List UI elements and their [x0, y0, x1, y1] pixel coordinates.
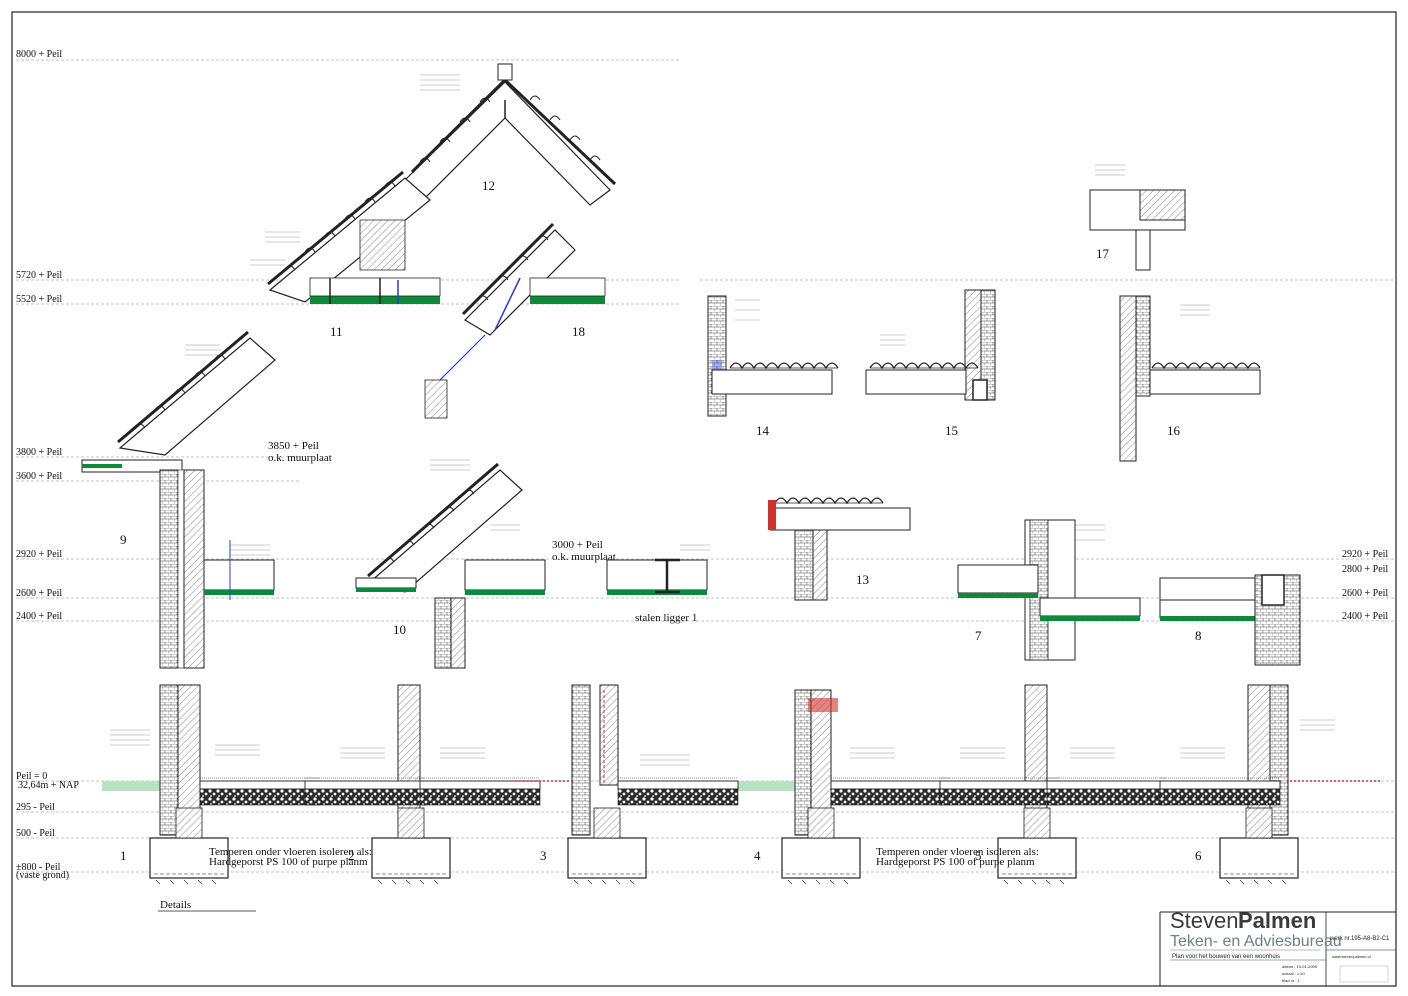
level-label: 8000 + Peil: [16, 49, 62, 60]
nap-label: 32,64m + NAP: [18, 780, 79, 791]
detail-number: 9: [120, 532, 127, 547]
detail-number: 14: [756, 423, 770, 438]
temper-note: Temperen onder vloeren isoleren als:: [209, 846, 372, 858]
detail-number: 3: [540, 848, 547, 863]
muurplaat-note-3000: o.k. muurplaat: [552, 551, 616, 563]
muurplaat-level-3000: 3000 + Peil: [552, 539, 603, 551]
level-label: 3800 + Peil: [16, 447, 62, 458]
level-lines: [16, 59, 1396, 873]
level-label: Peil = 0: [16, 771, 47, 782]
detail-number: 1: [120, 848, 127, 863]
detail-number: 4: [754, 848, 761, 863]
roof-detail-16: [1119, 295, 1261, 462]
muurplaat-note-3850: o.k. muurplaat: [268, 452, 332, 464]
level-label: 5720 + Peil: [16, 270, 62, 281]
eave-detail-10: [355, 462, 546, 669]
detail-number: 6: [1195, 848, 1202, 863]
hardgeporst-note: Hardgeporst PS 100 of purpe planm: [876, 856, 1035, 868]
steel-beam-detail: [606, 558, 708, 595]
foundation-detail-1: [149, 684, 321, 885]
ground-strip: [102, 781, 192, 791]
detail-number: 13: [856, 572, 869, 587]
callout-lines: [110, 74, 1335, 766]
roof-slope-detail-11: [267, 170, 441, 304]
detail-number: 16: [1167, 423, 1181, 438]
detail-number: 12: [482, 178, 495, 193]
vaste-grond-label: (vaste grond): [16, 870, 69, 881]
level-label: 500 - Peil: [16, 828, 55, 839]
ground-strip: [735, 781, 795, 791]
title-block: [1159, 911, 1396, 986]
brand-subtitle: Teken- en Adviesbureau: [1170, 933, 1342, 950]
window-detail-17: [1089, 189, 1186, 271]
level-label: 2600 + Peil: [16, 588, 62, 599]
roof-slope-detail-18: [424, 222, 606, 419]
roof-detail-14: [707, 295, 839, 417]
level-label: 2400 + Peil: [1342, 611, 1388, 622]
foundation-detail-3: [515, 684, 739, 885]
steel-beam-label: stalen ligger 1: [635, 612, 697, 624]
stamp-box: [1339, 965, 1389, 983]
foundation-detail-5: [939, 684, 1168, 885]
level-label: 2920 + Peil: [16, 549, 62, 560]
foundation-detail-2: [304, 684, 541, 885]
temper-note: Temperen onder vloeren isoleren als:: [876, 846, 1039, 858]
drawing-date: datum : 19-01-2009: [1282, 964, 1318, 969]
detail-number: 8: [1195, 628, 1202, 643]
level-label: 2400 + Peil: [16, 611, 62, 622]
detail-number: 7: [975, 628, 982, 643]
floor-detail-7: [957, 519, 1141, 661]
detail-number: 2: [348, 848, 355, 863]
level-labels-right: 2920 + Peil 2800 + Peil 2600 + Peil 2400 + …: [1342, 549, 1388, 622]
detail-number: 5: [975, 848, 982, 863]
hardgeporst-note: Hardgeporst PS 100 of purpe planm: [209, 856, 368, 868]
eave-wall-detail-9: [81, 330, 276, 669]
floor-detail-8: [1159, 574, 1301, 666]
brand-name-bold: Palmen: [1238, 908, 1316, 933]
level-label: ±800 - Peil: [16, 862, 61, 873]
roof-detail-15: [865, 289, 996, 401]
brand-name: Steven: [1170, 908, 1239, 933]
foundation-detail-4: [781, 689, 952, 885]
muurplaat-level-3850: 3850 + Peil: [268, 440, 319, 452]
foundation-detail-6: [1159, 684, 1380, 885]
level-label: 295 - Peil: [16, 802, 55, 813]
details-label: Details: [160, 899, 191, 911]
detail-number: 10: [393, 622, 406, 637]
level-label: 3600 + Peil: [16, 471, 62, 482]
level-label: 5520 + Peil: [16, 294, 62, 305]
detail-number: 15: [945, 423, 958, 438]
level-label: 2600 + Peil: [1342, 588, 1388, 599]
werk-number: werk nr.195-A8-B2-C1: [1329, 936, 1390, 942]
detail-number: 18: [572, 324, 585, 339]
level-label: 2800 + Peil: [1342, 564, 1388, 575]
detail-number: 11: [330, 324, 343, 339]
level-label: 2920 + Peil: [1342, 549, 1388, 560]
drawing-scale: schaal : 1:10: [1282, 971, 1305, 976]
level-labels-left: 8000 + Peil 5720 + Peil 5520 + Peil 3800 + …: [16, 49, 62, 873]
detail-number: 17: [1096, 246, 1110, 261]
project-title: Plan voor het bouwen van een woonhuis: [1172, 954, 1280, 960]
roof-edge-detail-13: [768, 497, 911, 601]
website: www.stevenpalmen.nl: [1332, 954, 1371, 959]
sheet-border: [11, 11, 1397, 987]
sheet-number: blad nr : 1: [1282, 978, 1301, 983]
